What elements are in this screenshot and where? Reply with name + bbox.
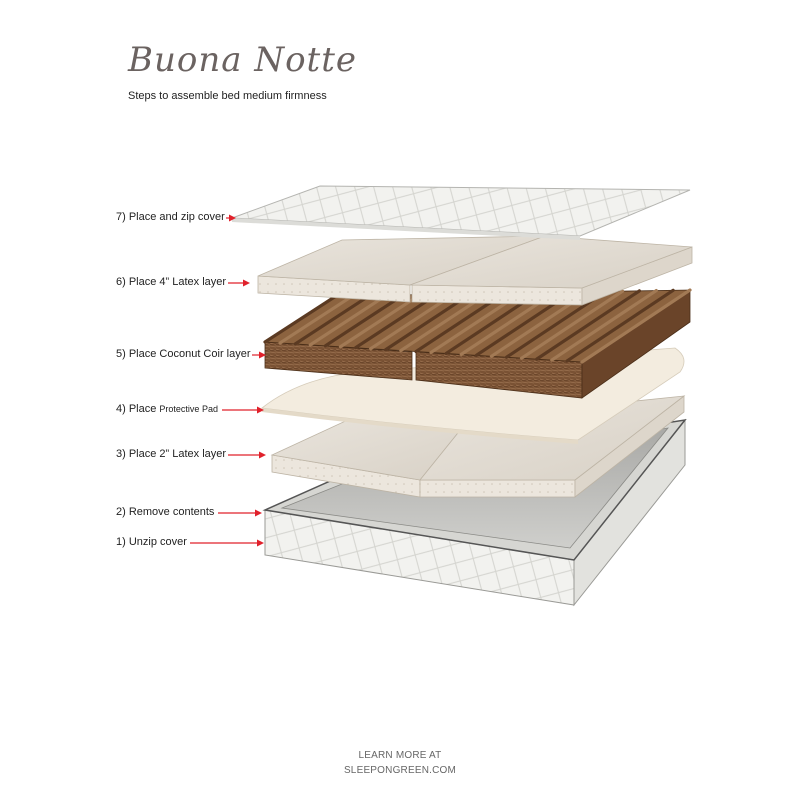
arrow-head-3 [259, 451, 266, 459]
latex-4in-layer [257, 235, 693, 306]
step-label-6: 6) Place 4” Latex layer [116, 276, 227, 288]
step-label-7: 7) Place and zip cover [116, 211, 225, 223]
step-label-3: 3) Place 2” Latex layer [116, 448, 227, 460]
step-label-1: 1) Unzip cover [116, 536, 187, 548]
arrow-head-5 [259, 351, 266, 359]
coir-ridge [278, 294, 355, 345]
coir-ridge [338, 292, 422, 349]
step-label-2: 2) Remove contents [116, 506, 215, 518]
coir-ridge [565, 288, 675, 363]
coir-ridge [520, 289, 625, 360]
coconut-coir-layer [263, 288, 692, 399]
footer-line-1: LEARN MORE AT [358, 750, 442, 761]
footer: LEARN MORE AT SLEEPONGREEN.COM [0, 748, 800, 778]
arrow-head-6 [243, 279, 250, 287]
arrow-head-2 [255, 509, 262, 517]
arrow-head-7 [229, 214, 236, 222]
coir-ridge [293, 293, 372, 346]
footer-line-2[interactable]: SLEEPONGREEN.COM [343, 765, 457, 776]
coir-ridge [353, 292, 439, 350]
coir-ridge [580, 288, 692, 364]
coir-ridge [369, 292, 456, 351]
brand-logo: Buona Notte [128, 40, 357, 80]
coir-ridges [263, 288, 692, 364]
step-label-5: 5) Place Coconut Coir layer [116, 348, 251, 360]
top-cover-layer [231, 185, 691, 240]
step-arrows [190, 214, 266, 547]
coir-ridge [263, 294, 338, 344]
coir-ridge [535, 289, 642, 361]
page-subtitle: Steps to assemble bed medium firmness [128, 90, 327, 102]
step-label-4: 4) Place Protective Pad [116, 403, 218, 415]
coir-ridge [308, 293, 389, 347]
arrow-head-1 [257, 539, 264, 547]
coir-ridge [550, 288, 658, 362]
arrow-head-4 [257, 406, 264, 414]
coir-ridge [323, 293, 406, 348]
